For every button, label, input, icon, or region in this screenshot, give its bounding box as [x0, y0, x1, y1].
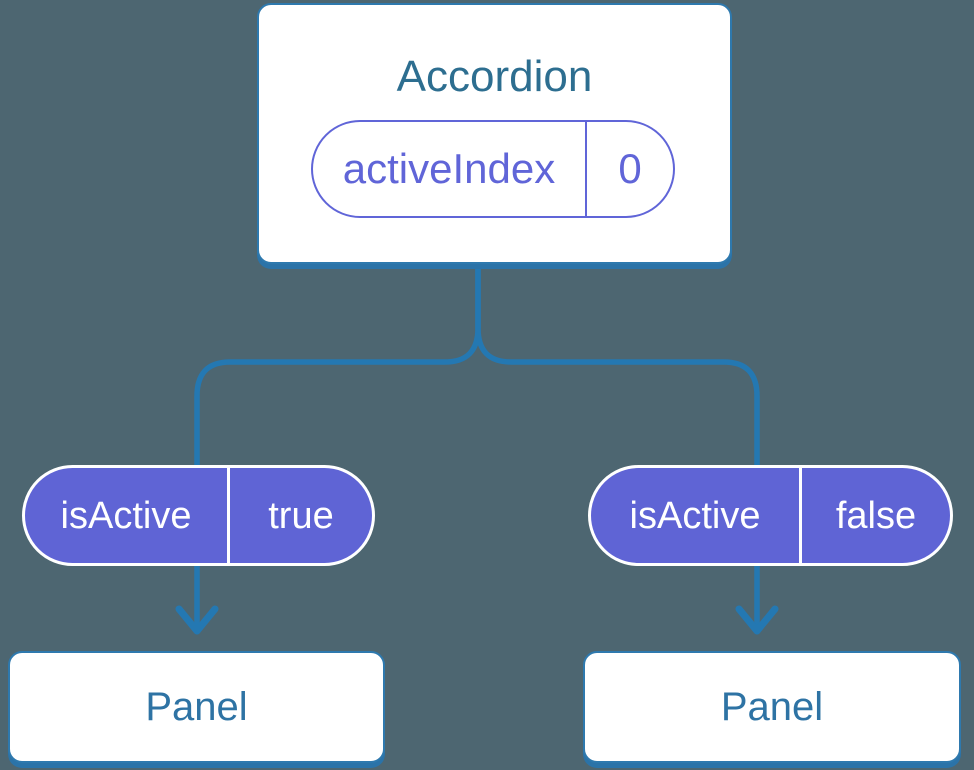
- connector-left-branch: [194, 253, 481, 630]
- connector-right-branch: [475, 253, 760, 630]
- state-pill-name: activeIndex: [342, 145, 556, 192]
- panel-node-card-left: Panel: [8, 651, 385, 763]
- prop-pill-divider: [799, 468, 802, 563]
- state-pill-divider: [585, 122, 587, 216]
- prop-pill-name: isActive: [629, 494, 761, 537]
- panel-title: Panel: [720, 684, 824, 729]
- prop-pill-value: true: [268, 494, 334, 537]
- accordion-title: Accordion: [396, 52, 593, 101]
- state-pill-value: 0: [618, 145, 642, 192]
- panel-node-card-right: Panel: [583, 651, 961, 763]
- prop-pill-name: isActive: [60, 494, 192, 537]
- right-arrowhead-icon: [735, 605, 779, 635]
- panel-title: Panel: [145, 684, 248, 729]
- prop-pill-isactive-false: isActive false: [588, 465, 953, 566]
- left-arrowhead-icon: [175, 605, 219, 635]
- prop-pill-isactive-true: isActive true: [22, 465, 375, 566]
- prop-pill-value: false: [835, 494, 917, 537]
- accordion-node-card: Accordion activeIndex 0: [257, 3, 732, 264]
- prop-pill-divider: [227, 468, 230, 563]
- state-pill-activeindex: activeIndex 0: [311, 120, 675, 218]
